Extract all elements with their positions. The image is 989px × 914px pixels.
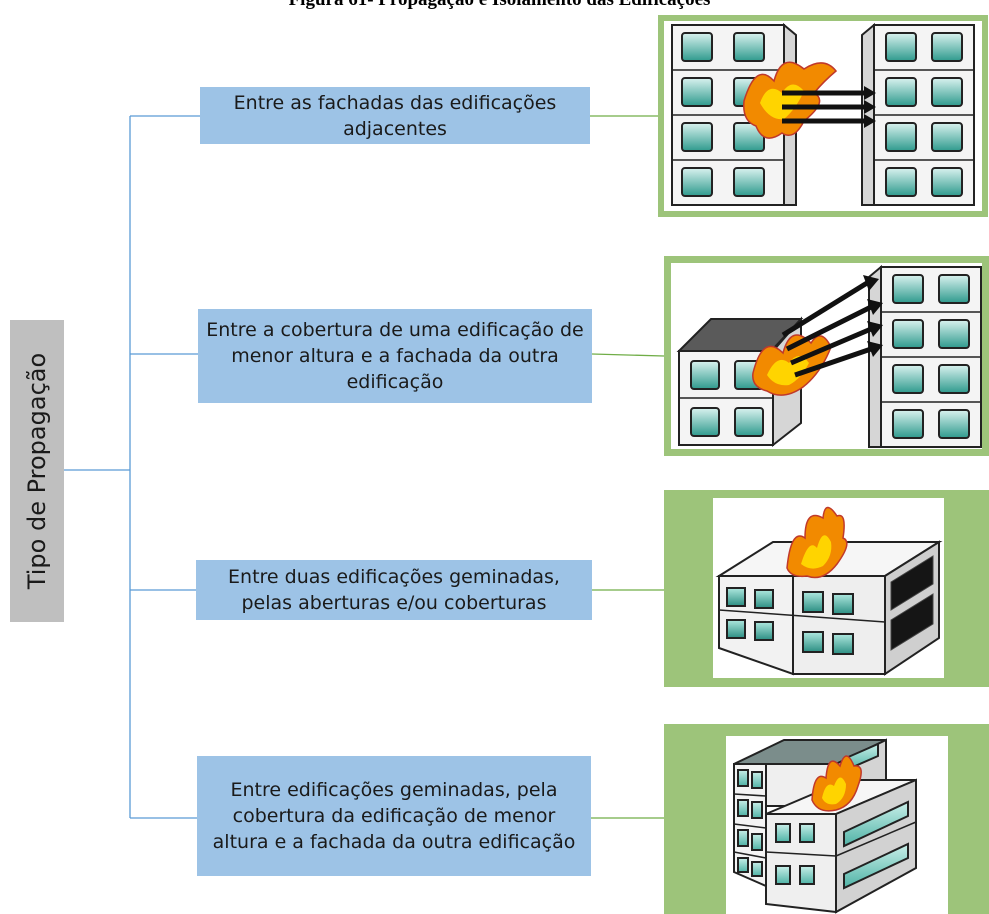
illustration-frame-3 <box>664 490 989 687</box>
figure-title: Figura 61- Propagação e Isolamento das E… <box>5 0 989 11</box>
branch-label-4: Entre edificações geminadas, pela cobert… <box>212 779 576 853</box>
root-label: Tipo de Propagação <box>23 352 51 590</box>
illustration-frame-2 <box>664 256 989 456</box>
image-connector-2 <box>591 353 665 357</box>
root-node: Tipo de Propagação <box>10 320 64 622</box>
figure-title-strip: Figura 61- Propagação e Isolamento das E… <box>0 0 989 14</box>
branch-label-3: Entre duas edificações geminadas, pelas … <box>228 566 560 614</box>
illustration-frame-4 <box>664 724 989 914</box>
twin-buildings-roof-facade-fire-icon <box>733 738 917 914</box>
adjacent-facades-fire-icon <box>671 22 975 206</box>
branch-node-3: Entre duas edificações geminadas, pelas … <box>196 560 592 620</box>
branch-node-2: Entre a cobertura de uma edificação de m… <box>198 309 592 403</box>
branch-label-2: Entre a cobertura de uma edificação de m… <box>206 319 584 393</box>
branch-label-1: Entre as fachadas das edificações adjace… <box>233 91 557 140</box>
branch-node-4: Entre edificações geminadas, pela cobert… <box>197 756 591 876</box>
branch-node-1: Entre as fachadas das edificações adjace… <box>200 87 590 144</box>
twin-buildings-openings-fire-icon <box>715 506 943 676</box>
illustration-frame-1 <box>658 15 988 217</box>
roof-to-facade-fire-icon <box>676 264 982 448</box>
